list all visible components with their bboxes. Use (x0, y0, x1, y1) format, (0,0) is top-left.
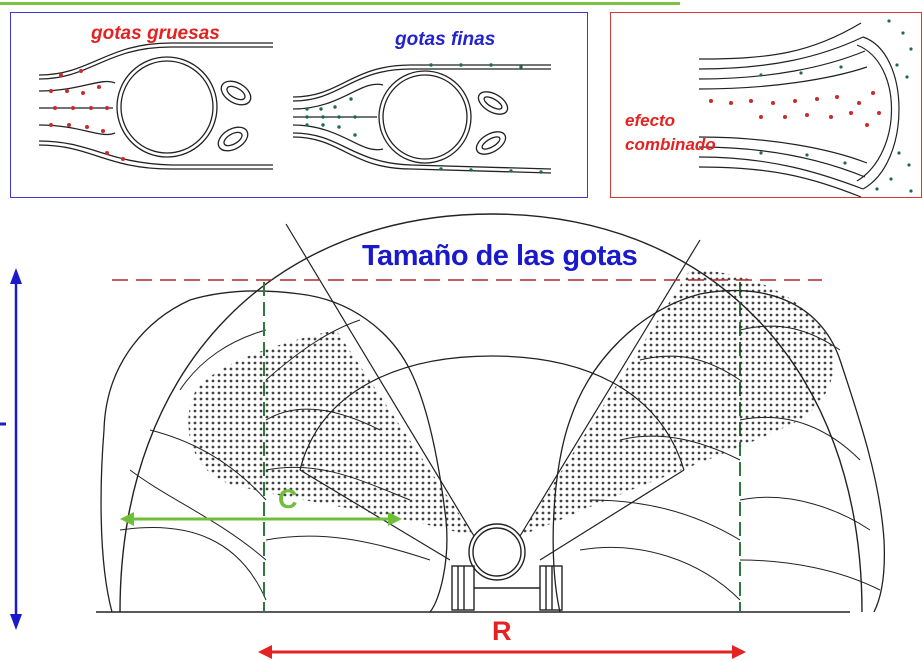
height-arrow (10, 268, 22, 630)
fine-drops-label: gotas finas (395, 29, 496, 50)
coarse-drops-label: gotas gruesas (91, 23, 220, 44)
r-distance-arrow (258, 645, 746, 659)
c-label: C (278, 484, 298, 514)
combined-effect-panel: efecto combinado (610, 12, 922, 198)
right-inner-spray-edge (539, 469, 685, 561)
left-spray-dotted-zone (188, 330, 474, 536)
combined-effect-flow-diagram (698, 19, 913, 198)
coarse-drops-flow-diagram (38, 42, 273, 170)
top-accent-line (0, 2, 680, 5)
droplet-size-panel: gotas gruesas gotas finas (10, 12, 588, 198)
c-distance-arrow (120, 512, 402, 526)
fine-drops-flow-diagram (292, 63, 552, 174)
droplet-size-title: Tamaño de las gotas (362, 240, 638, 272)
right-spray-cone-edge (519, 239, 701, 537)
combined-effect-label-line1: efecto (625, 111, 676, 130)
right-spray-dotted-zone (520, 270, 834, 536)
sprayer-machine (451, 523, 563, 611)
combined-effect-label-line2: combinado (625, 135, 716, 154)
left-spray-cone-edge (285, 223, 475, 537)
r-label: R (492, 616, 512, 646)
